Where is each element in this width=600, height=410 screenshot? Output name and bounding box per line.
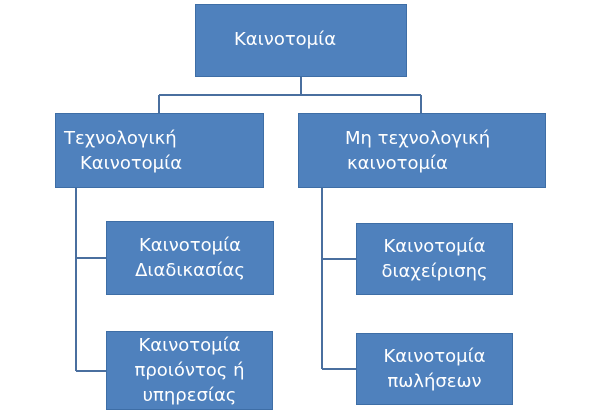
node-management-label-line1: Καινοτομία [383, 236, 486, 257]
node-process-label-line2: Διαδικασίας [135, 260, 245, 281]
node-sales-innovation: Καινοτομία πωλήσεων [356, 333, 513, 405]
node-innovation-label: Καινοτομία [234, 29, 337, 50]
node-non-technological-innovation: Μη τεχνολογική καινοτομία [298, 113, 546, 188]
node-non-technological-label-line2: καινοτομία [347, 152, 448, 174]
node-non-technological-label-line1: Μη τεχνολογική [345, 127, 491, 149]
node-technological-label-line1: Τεχνολογική [64, 127, 177, 149]
node-process-innovation: Καινοτομία Διαδικασίας [106, 221, 274, 295]
node-product-label-line2: προιόντος ή [134, 360, 245, 381]
node-process-label-line1: Καινοτομία [138, 235, 242, 256]
node-innovation: Καινοτομία [195, 4, 407, 77]
node-sales-label-line1: Καινοτομία [383, 346, 486, 367]
node-sales-label-line2: πωλήσεων [387, 371, 482, 392]
node-management-label-line2: διαχείρισης [381, 261, 488, 282]
node-technological-label-line2: Καινοτομία [80, 152, 183, 174]
node-management-innovation: Καινοτομία διαχείρισης [356, 223, 513, 295]
node-product-label-line3: υπηρεσίας [142, 385, 237, 406]
node-technological-innovation: Τεχνολογική Καινοτομία [55, 113, 264, 188]
node-product-label-line1: Καινοτομία [138, 335, 241, 356]
node-product-service-innovation: Καινοτομία προιόντος ή υπηρεσίας [106, 331, 273, 410]
